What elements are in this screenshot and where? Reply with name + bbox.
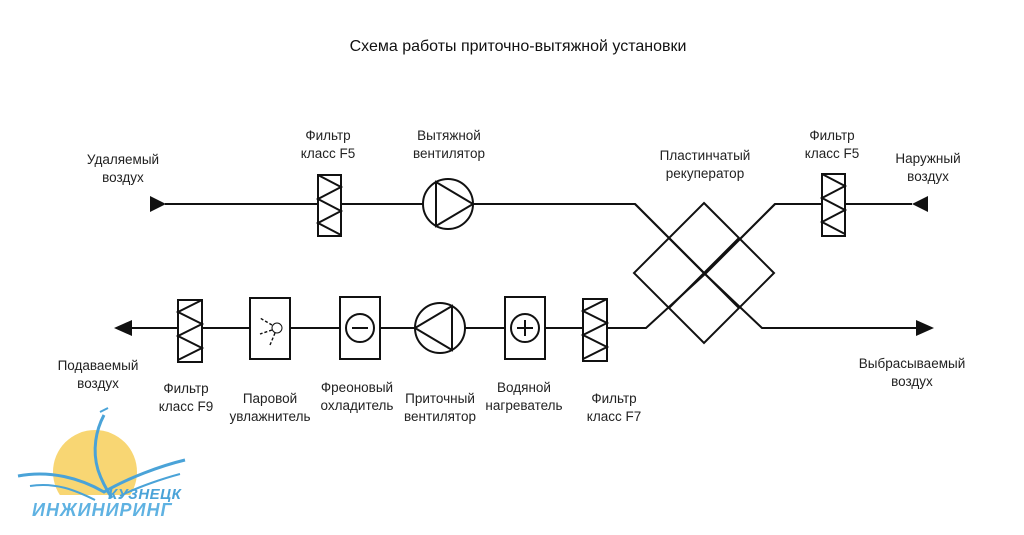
filter-f9-icon bbox=[175, 299, 205, 363]
logo-text-kuznetsk: КУЗНЕЦК bbox=[108, 486, 182, 503]
exhaust-fan-icon bbox=[422, 178, 475, 230]
supply-air-arrow-icon bbox=[114, 320, 132, 336]
exhaust-air-duct bbox=[704, 273, 918, 329]
outside-air-arrow-icon bbox=[912, 196, 928, 212]
logo-text-engineering: ИНЖИНИРИНГ bbox=[32, 500, 173, 520]
supply-duct-to-recuperator bbox=[607, 273, 706, 329]
plate-recuperator bbox=[632, 201, 776, 345]
freon-cooler-icon bbox=[339, 296, 381, 360]
exhaust-air-arrow-icon bbox=[916, 320, 934, 336]
diagram-title: Схема работы приточно-вытяжной установки bbox=[349, 38, 687, 55]
filter-f7-icon bbox=[580, 298, 610, 362]
supply-fan-icon bbox=[413, 302, 466, 354]
filter-f5-outside-icon bbox=[819, 173, 848, 237]
exhaust-inlet-arrow-icon bbox=[150, 196, 166, 212]
steam-humidifier-icon bbox=[249, 297, 291, 360]
water-heater-icon bbox=[504, 296, 546, 360]
logo-icon bbox=[17, 407, 186, 535]
filter-f5-exhaust-icon bbox=[315, 174, 344, 237]
